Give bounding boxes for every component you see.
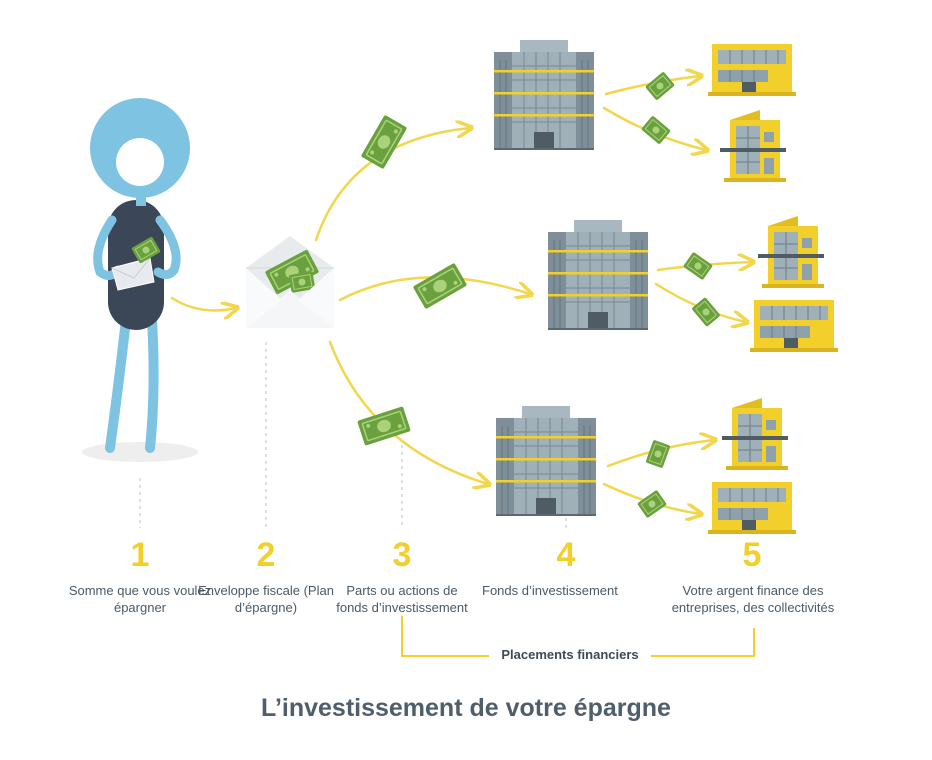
- step-number-2: 2: [256, 536, 276, 574]
- step-label-4: Fonds d’investissement: [482, 583, 618, 598]
- step-number-1: 1: [130, 536, 150, 574]
- group-label-text: Placements financiers: [489, 647, 651, 662]
- placements-financiers-label: Placements financiers: [420, 647, 720, 662]
- guide-lines: [139, 342, 567, 528]
- step-number-3: 3: [392, 536, 412, 574]
- step-label-3: Parts ou actions de fonds d’investisseme…: [336, 583, 468, 615]
- step-label-5: Votre argent finance des entreprises, de…: [671, 583, 835, 615]
- step-number-5: 5: [742, 536, 762, 574]
- step-number-4: 4: [556, 536, 576, 574]
- step-label-2: Enveloppe fiscale (Plan d’épargne): [198, 583, 334, 615]
- page-title: L’investissement de votre épargne: [261, 694, 671, 722]
- envelope-icon: [246, 236, 334, 328]
- investment-fund-buildings: [493, 39, 649, 517]
- step-label-1: Somme que vous voulez épargner: [68, 583, 212, 615]
- saver-person-figure: [82, 98, 198, 462]
- company-buildings: [707, 43, 839, 535]
